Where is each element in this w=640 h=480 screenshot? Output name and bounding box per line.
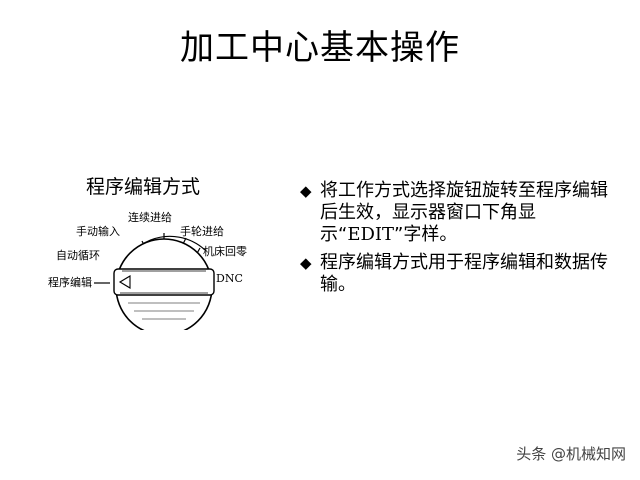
edit-keyword: EDIT [347, 224, 395, 245]
bullet-item: ◆ 程序编辑方式用于程序编辑和数据传输。 [300, 252, 620, 296]
dial-knob-grip [113, 268, 215, 296]
mode-selector-dial: 程序编辑 自动循环 手动输入 连续进给 手轮进给 机床回零 DNC [48, 210, 247, 330]
diamond-bullet-icon: ◆ [300, 182, 312, 200]
dial-caption: 程序编辑方式 [86, 176, 201, 198]
diamond-bullet-icon: ◆ [300, 254, 312, 272]
bullet-text-part-a: 将工作方式选择旋钮旋转至程序编辑后生效，显示器窗口下角显示“ [320, 180, 608, 245]
dial-label-auto-cycle: 自动循环 [56, 249, 100, 262]
dial-label-program-edit: 程序编辑 [48, 275, 92, 289]
dial-label-handwheel-feed: 手轮进给 [180, 224, 224, 238]
bullet-text: 将工作方式选择旋钮旋转至程序编辑后生效，显示器窗口下角显示“EDIT”字样。 [320, 180, 620, 246]
bullet-text: 程序编辑方式用于程序编辑和数据传输。 [320, 252, 608, 295]
dial-label-continuous-feed: 连续进给 [128, 210, 172, 224]
bullet-list: ◆ 将工作方式选择旋钮旋转至程序编辑后生效，显示器窗口下角显示“EDIT”字样。… [300, 180, 620, 298]
slide-title: 加工中心基本操作 [180, 28, 460, 68]
bullet-text-part-b: ”字样。 [394, 224, 458, 245]
watermark: 头条 @机械知网 [516, 445, 626, 463]
dial-label-manual-input: 手动输入 [76, 224, 120, 238]
bullet-item: ◆ 将工作方式选择旋钮旋转至程序编辑后生效，显示器窗口下角显示“EDIT”字样。 [300, 180, 620, 246]
dial-label-dnc: DNC [216, 272, 243, 285]
mode-selector-dial-figure: 程序编辑 自动循环 手动输入 连续进给 手轮进给 机床回零 DNC [40, 205, 300, 330]
left-triangle-pointer-icon [118, 275, 131, 289]
dial-label-machine-home: 机床回零 [203, 244, 247, 258]
